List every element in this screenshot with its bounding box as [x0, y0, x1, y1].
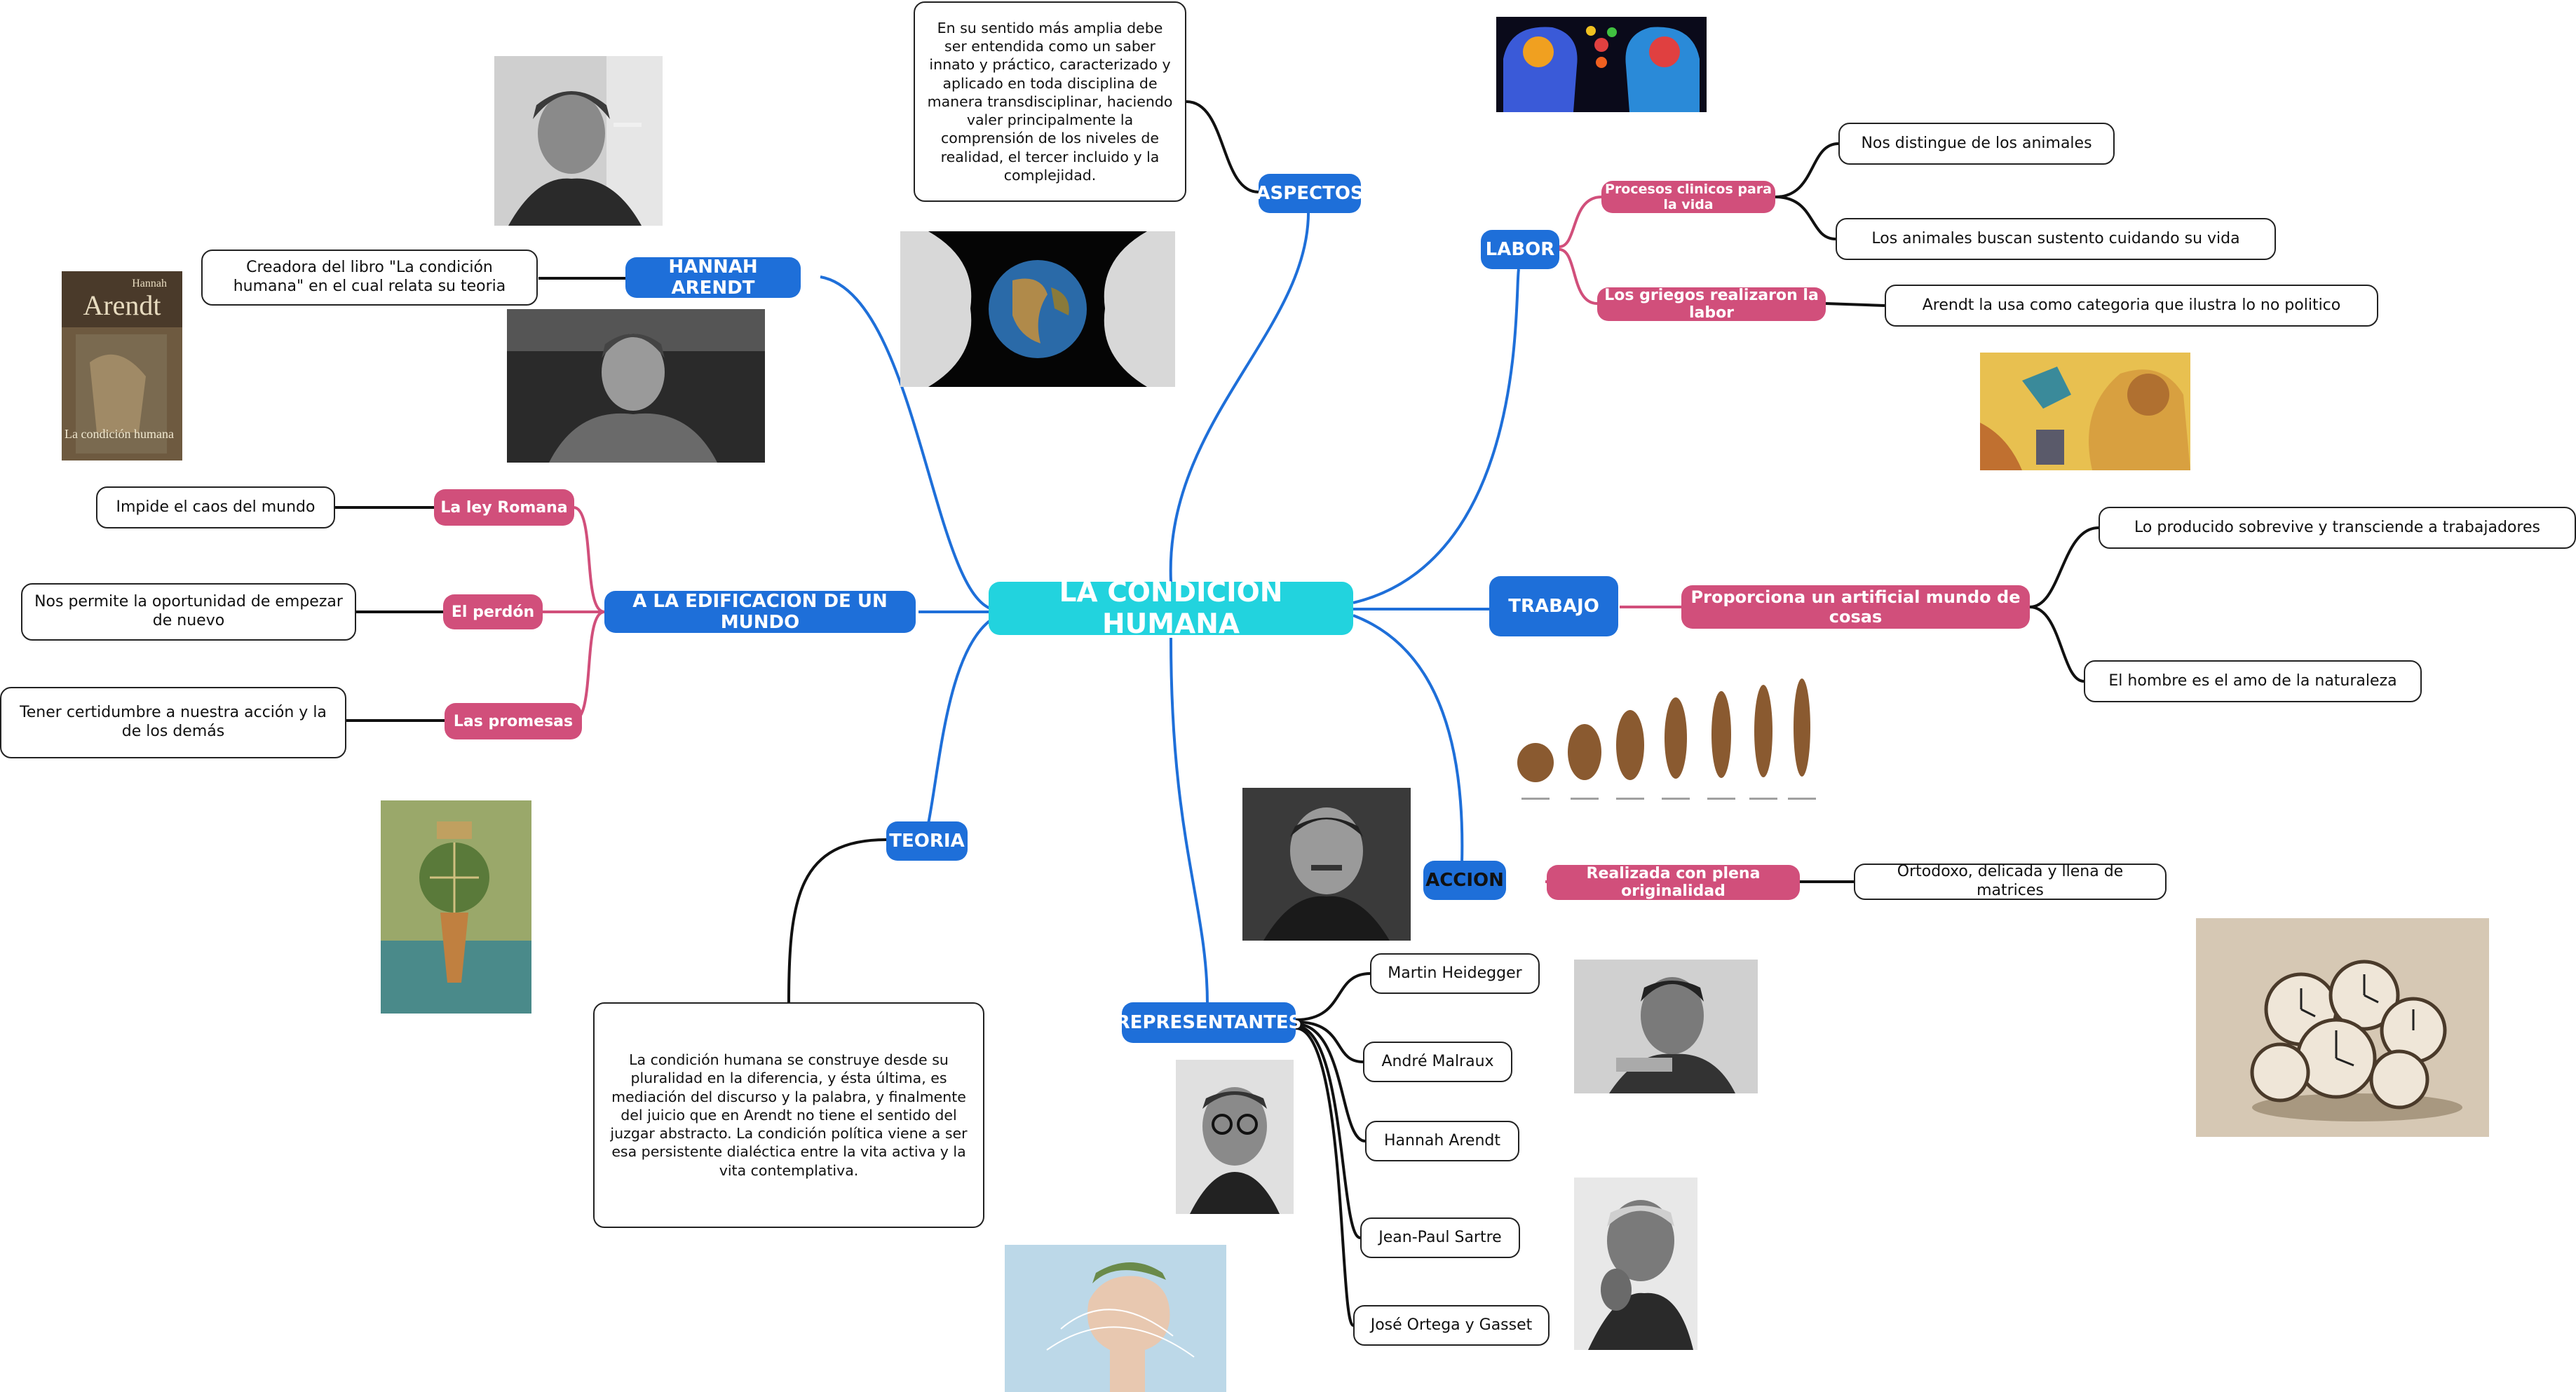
- globe-faces-image: [900, 231, 1175, 387]
- sub-perdon[interactable]: El perdón: [443, 594, 543, 629]
- note-ortodoxo: Ortodoxo, delicada y llena de matrices: [1854, 863, 2167, 900]
- note-perdon: Nos permite la oportunidad de empezar de…: [21, 583, 356, 641]
- sub-ley-romana[interactable]: La ley Romana: [434, 489, 574, 526]
- rep-malraux: André Malraux: [1363, 1042, 1512, 1082]
- malraux-photo-image: [1574, 960, 1758, 1093]
- branch-teoria[interactable]: TEORIA: [886, 821, 968, 861]
- sub-artificial-mundo[interactable]: Proporciona un artificial mundo de cosas: [1681, 585, 2030, 629]
- branch-edificacion[interactable]: A LA EDIFICACION DE UN MUNDO: [604, 591, 916, 633]
- rep-ortega: José Ortega y Gasset: [1353, 1305, 1550, 1346]
- note-ley-romana: Impide el caos del mundo: [96, 486, 335, 528]
- central-topic[interactable]: LA CONDICION HUMANA: [989, 577, 1353, 640]
- clocks-image: [2196, 918, 2489, 1137]
- branch-accion[interactable]: ACCION: [1423, 861, 1506, 900]
- heidegger-photo-image: [1242, 788, 1411, 941]
- branch-hannah-arendt[interactable]: HANNAH ARENDT: [625, 257, 801, 299]
- evolution-image: [1514, 671, 1858, 812]
- rep-heidegger: Martin Heidegger: [1370, 953, 1540, 994]
- note-producido-sobrevive: Lo producido sobrevive y transciende a t…: [2099, 507, 2576, 549]
- branch-trabajo[interactable]: TRABAJO: [1489, 576, 1618, 636]
- ortega-photo-image: [1574, 1178, 1697, 1350]
- rep-sartre: Jean-Paul Sartre: [1360, 1217, 1520, 1258]
- note-no-politico: Arendt la usa como categoria que ilustra…: [1885, 285, 2378, 327]
- brain-heads-image: [1496, 17, 1707, 112]
- note-aspectos: En su sentido más amplia debe ser entend…: [914, 1, 1186, 202]
- surreal-globe-image: [381, 800, 531, 1014]
- book-title: La condición humana: [65, 427, 174, 441]
- artistic-face-image: [1980, 353, 2190, 470]
- book-author-surname: Arendt: [83, 289, 161, 321]
- branch-representantes[interactable]: REPRESENTANTES: [1116, 1002, 1301, 1043]
- sub-griegos[interactable]: Los griegos realizaron la labor: [1597, 287, 1826, 322]
- hannah-arendt-photo-image: [507, 309, 765, 463]
- note-distingue-animales: Nos distingue de los animales: [1838, 123, 2115, 165]
- head-island-image: [1005, 1245, 1226, 1392]
- sartre-photo-image: [1176, 1060, 1294, 1214]
- sub-plena-originalidad[interactable]: Realizada con plena originalidad: [1547, 865, 1800, 900]
- sub-promesas[interactable]: Las promesas: [445, 703, 582, 739]
- note-amo-naturaleza: El hombre es el amo de la naturaleza: [2084, 660, 2422, 702]
- branch-labor[interactable]: LABOR: [1481, 230, 1559, 269]
- hannah-arendt-portrait-image: [494, 56, 663, 226]
- note-hannah-arendt: Creadora del libro "La condición humana"…: [201, 250, 538, 306]
- note-teoria: La condición humana se construye desde s…: [593, 1002, 984, 1228]
- note-animales-sustento: Los animales buscan sustento cuidando su…: [1836, 218, 2276, 260]
- note-promesas: Tener certidumbre a nuestra acción y la …: [0, 687, 346, 758]
- sub-procesos-clinicos[interactable]: Procesos clinicos para la vida: [1601, 181, 1775, 213]
- book-author-first: Hannah: [132, 278, 167, 289]
- branch-aspectos[interactable]: ASPECTOS: [1256, 174, 1364, 213]
- rep-arendt: Hannah Arendt: [1365, 1121, 1519, 1161]
